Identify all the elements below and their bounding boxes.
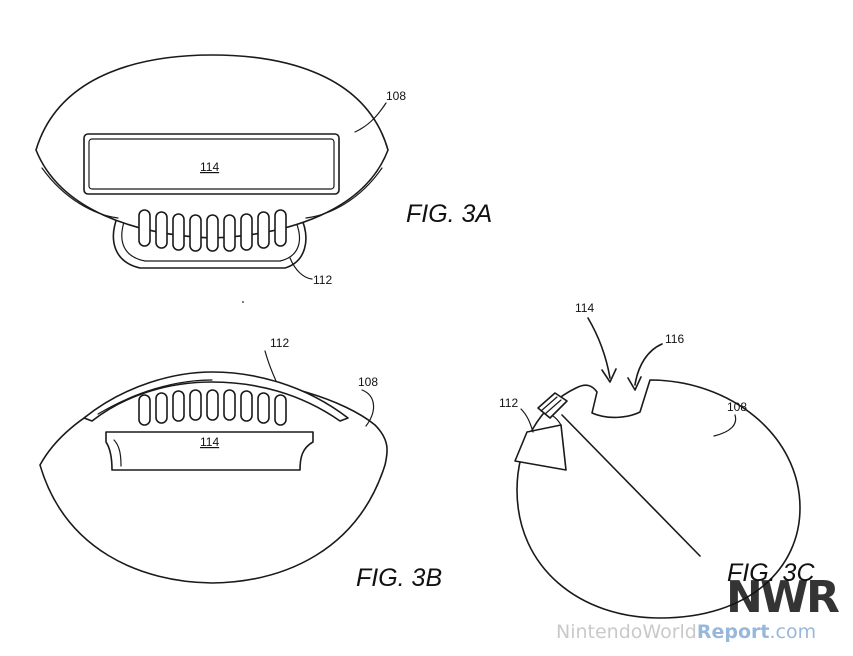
arrow-114-3c-head <box>601 368 617 383</box>
strip-112-3b-inner <box>97 379 213 415</box>
ref-114-3a: 114 <box>200 160 219 174</box>
ref-112-3c: 112 <box>499 396 518 410</box>
connector-block-3c <box>537 392 568 419</box>
watermark-site: NintendoWorldReport.com <box>556 621 816 643</box>
site-name-blue: Report <box>697 621 770 643</box>
display-panel-114-3a-inner <box>88 138 335 190</box>
leader-112-3c <box>520 408 534 433</box>
figure-label-3a: FIG. 3A <box>406 200 492 228</box>
figure-3a: 108 114 112 FIG. 3A <box>35 54 492 287</box>
leader-112-3b <box>264 350 277 382</box>
ref-116-3c: 116 <box>665 332 684 346</box>
display-panel-114-3a <box>83 133 340 195</box>
logo-letter-w: W <box>760 572 809 623</box>
ball-seam-right-3a <box>305 167 383 219</box>
ball-seam-left-3a <box>41 167 119 219</box>
ref-112-3a: 112 <box>313 273 332 287</box>
logo-letter-n: N <box>726 572 763 623</box>
arrow-116-3c-head <box>627 376 642 391</box>
figure-label-3b: FIG. 3B <box>356 564 442 592</box>
figure-label-3c: FIG. 3C <box>727 559 815 587</box>
logo-letter-r: R <box>806 572 840 623</box>
strip-112-3c-link <box>552 415 562 426</box>
watermark-site-text: NintendoWorldReport.com <box>556 621 816 643</box>
strip-112-3a-inner <box>121 221 301 262</box>
ref-112-3b: 112 <box>270 336 289 350</box>
cross-section-108-3c <box>516 379 801 619</box>
leader-112-3a <box>289 257 313 280</box>
watermark-logo: N W R <box>726 572 840 623</box>
laces-3a <box>138 209 287 252</box>
ref-114-3c: 114 <box>575 301 594 315</box>
display-panel-114-3b <box>105 431 314 471</box>
section-line-3c <box>561 414 701 557</box>
ref-108-3b: 108 <box>358 375 378 389</box>
site-name-suffix: .com <box>769 621 816 643</box>
connector-block-3c-face <box>540 396 562 415</box>
site-name-gray: NintendoWorld <box>556 621 697 643</box>
display-panel-114-3b-inner <box>113 439 122 467</box>
ref-108-3c: 108 <box>727 400 747 414</box>
leader-108-3c <box>713 414 737 437</box>
strip-112-3c <box>514 424 567 471</box>
ref-108-3a: 108 <box>386 89 406 103</box>
stray-dot <box>242 301 244 303</box>
laces-3b <box>138 389 287 426</box>
ref-114-3b: 114 <box>200 435 219 449</box>
arrow-116-3c <box>634 343 663 386</box>
figure-3c: 114 116 112 108 FIG. 3C <box>499 301 815 619</box>
leader-108-3b <box>361 389 375 427</box>
figure-3b: 112 108 114 FIG. 3B <box>39 336 442 592</box>
arrow-114-3c <box>587 317 611 379</box>
strip-112-3b <box>83 371 349 422</box>
leader-108-3a <box>354 102 387 133</box>
